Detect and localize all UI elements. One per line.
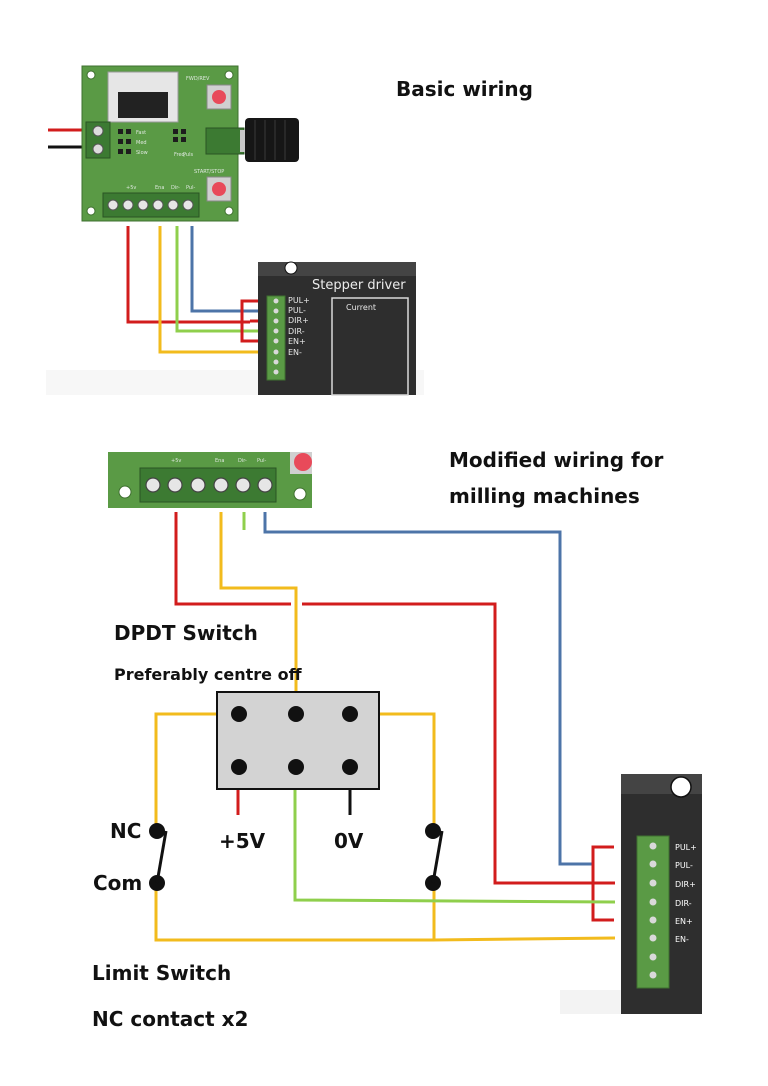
wire-top-yellow <box>158 226 268 354</box>
driver2-pin-pulm: PUL- <box>675 861 693 870</box>
driver-current-label: Current <box>346 303 376 312</box>
basic-wiring-section: Fast Med Slow Freq Puls FWD/REV START/ST… <box>46 65 533 396</box>
driver2-pin-dirm: DIR- <box>675 899 692 908</box>
driver-pin-enm: EN- <box>288 348 302 357</box>
wire-limit-left-com <box>154 883 434 942</box>
limit-switch-title: Limit Switch <box>92 961 231 985</box>
plus-5v-label: +5V <box>219 829 266 853</box>
mode-label-freq: Freq <box>174 152 185 158</box>
driver-pin-pulm: PUL- <box>288 306 306 315</box>
modified-wiring-section: Modified wiring for milling machines +5v… <box>92 448 768 1031</box>
term-label-pul: Pul- <box>186 185 195 191</box>
driver2-pin-enm: EN- <box>675 935 689 944</box>
limit-switch-left <box>149 823 168 891</box>
modified-title-line1: Modified wiring for <box>449 448 663 472</box>
driver-title: Stepper driver <box>312 278 406 293</box>
driver-pin-dirp: DIR+ <box>288 316 309 325</box>
wire-dpdt-green <box>293 766 616 904</box>
stepper-driver-top: Stepper driver Current PUL+ PUL- DIR+ DI… <box>258 261 416 396</box>
driver2-pin-enp: EN+ <box>675 917 693 926</box>
mode-label-puls: Puls <box>183 152 193 158</box>
wire-dpdt-left <box>154 712 238 830</box>
speed-label-slow: Slow <box>136 150 148 156</box>
start-stop-label: START/STOP <box>194 169 224 175</box>
wire-mod-red-bridge <box>591 845 614 922</box>
speed-label-fast: Fast <box>136 130 146 136</box>
term-label-ena: Ena <box>155 185 164 191</box>
nc-label: NC <box>110 819 141 843</box>
crop-term-label-dir: Dir- <box>238 458 247 464</box>
zero-v-label: 0V <box>334 829 364 853</box>
wire-top-blue <box>190 226 268 313</box>
wire-top-green <box>175 226 268 333</box>
limit-switch-subtitle: NC contact x2 <box>92 1007 248 1031</box>
dpdt-subtitle: Preferably centre off <box>114 665 303 684</box>
driver-pin-dirm: DIR- <box>288 327 305 336</box>
driver2-pin-pulp: PUL+ <box>675 843 697 852</box>
wire-limit-right-com <box>432 883 616 942</box>
modified-title-line2: milling machines <box>449 484 640 508</box>
dpdt-switch <box>216 691 380 790</box>
crop-term-label-ena: Ena <box>215 458 224 464</box>
crop-term-label-pul: Pul- <box>257 458 266 464</box>
fwd-rev-label: FWD/REV <box>186 76 210 82</box>
speed-controller-board: Fast Med Slow Freq Puls FWD/REV START/ST… <box>81 65 299 222</box>
wire-mod-blue <box>263 512 593 866</box>
limit-switch-right <box>425 823 444 891</box>
controller-terminal-crop: +5v Ena Dir- Pul- <box>108 452 312 508</box>
fwd-rev-button[interactable] <box>212 90 226 104</box>
driver-pin-pulp: PUL+ <box>288 296 310 305</box>
driver-pin-enp: EN+ <box>288 337 306 346</box>
term-label-5v: +5v <box>126 185 136 191</box>
driver2-pin-dirp: DIR+ <box>675 880 696 889</box>
start-stop-button[interactable] <box>212 182 226 196</box>
wire-top-red <box>126 226 250 324</box>
com-label: Com <box>93 871 142 895</box>
crop-term-label-5v: +5v <box>171 458 181 464</box>
speed-label-med: Med <box>136 140 147 146</box>
stepper-driver-bottom: PUL+ PUL- DIR+ DIR- EN+ EN- <box>621 774 702 1014</box>
dpdt-title: DPDT Switch <box>114 621 258 645</box>
term-label-dir: Dir- <box>171 185 180 191</box>
wire-mod-yellow-ena <box>219 512 298 714</box>
speed-knob[interactable] <box>245 118 299 162</box>
basic-wiring-title: Basic wiring <box>396 77 533 101</box>
wire-mod-red-b <box>302 602 615 885</box>
wire-mod-red-a <box>174 512 291 606</box>
